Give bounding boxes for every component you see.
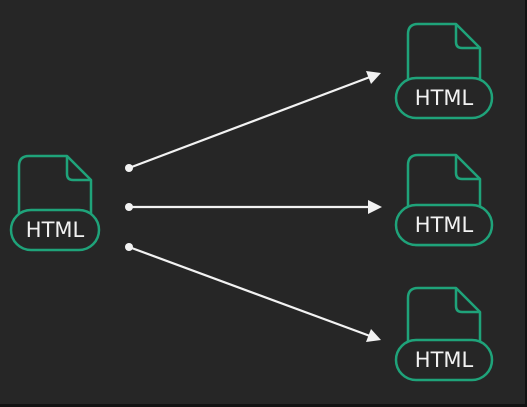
file-label-pill — [394, 203, 494, 247]
arrow-to-target-3 — [125, 243, 381, 342]
arrow-to-target-2 — [125, 200, 382, 214]
arrowhead-icon — [368, 200, 382, 214]
arrow-line — [128, 245, 371, 338]
target-file-label: HTML — [415, 348, 474, 372]
source-file-label: HTML — [26, 218, 85, 242]
target-file-label: HTML — [415, 213, 474, 237]
source-html-file: HTML — [9, 154, 101, 252]
file-label-pill — [9, 208, 101, 252]
arrowhead-icon — [366, 329, 381, 342]
file-label-pill — [394, 76, 494, 120]
arrow-to-target-1 — [125, 71, 381, 172]
file-label-pill — [394, 338, 494, 382]
target-file-label: HTML — [415, 86, 474, 110]
target-html-file-1: HTML — [394, 22, 494, 120]
arrowhead-icon — [366, 71, 381, 84]
target-html-file-2: HTML — [394, 153, 494, 247]
arrow-line — [128, 75, 371, 170]
target-html-file-3: HTML — [394, 286, 494, 382]
